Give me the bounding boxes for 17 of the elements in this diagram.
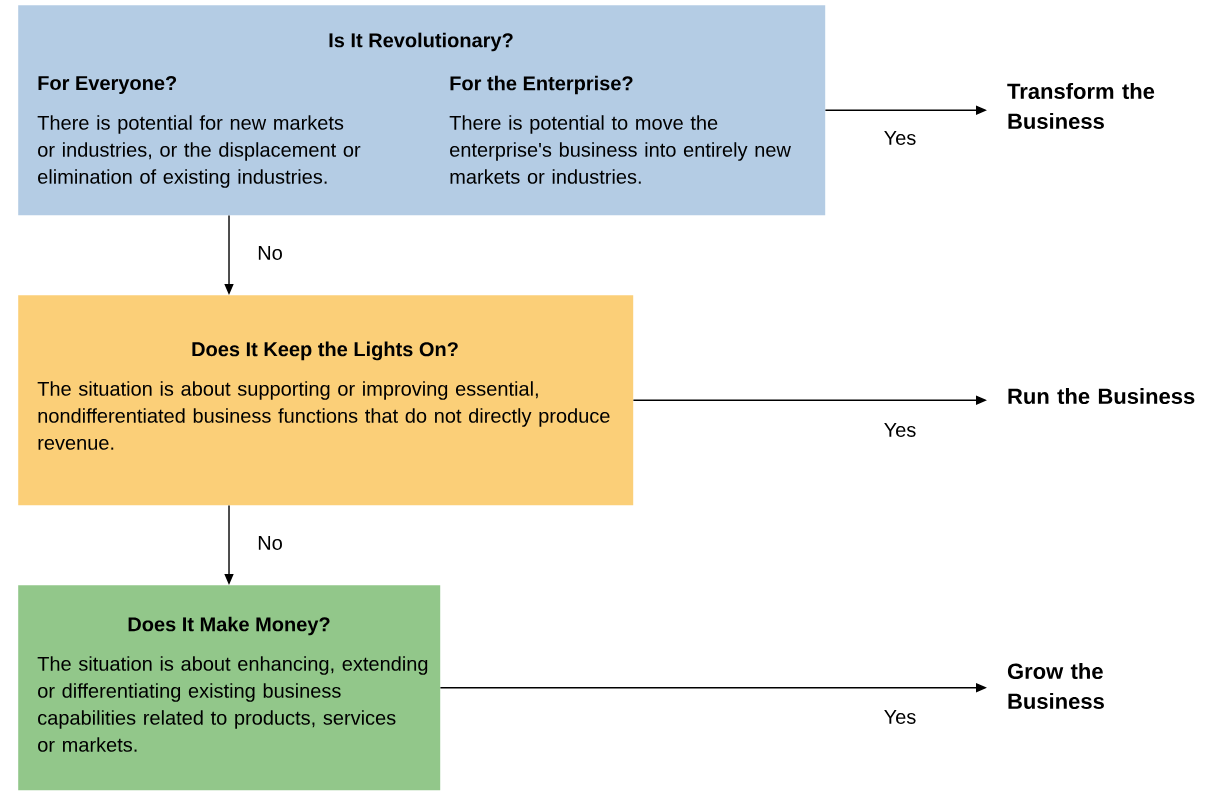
box-title: Does It Keep the Lights On? bbox=[192, 341, 458, 361]
outcome-text: Run the Business bbox=[1008, 387, 1195, 405]
box-title: Does It Make Money? bbox=[128, 616, 330, 636]
outcome-text: Grow the Business bbox=[1007, 662, 1104, 710]
outcome-text: Transform the Business bbox=[1007, 82, 1155, 130]
description-text: There is potential for new markets or industries, or the displacement or elimination of existing industries. bbox=[37, 115, 361, 188]
edge-label: No bbox=[256, 245, 284, 261]
edge-label: No bbox=[256, 535, 284, 551]
description-text: The situation is about enhancing, extending or differentiating existing business capabilities related to products, services or markets. bbox=[37, 656, 428, 752]
column-heading: For Everyone? bbox=[38, 75, 177, 95]
description-text: There is potential to move the enterprise's business into entirely new markets or industries. bbox=[449, 115, 791, 184]
box-title: Is It Revolutionary? bbox=[329, 32, 513, 52]
edge-label: Yes bbox=[882, 709, 918, 725]
edge-label: Yes bbox=[882, 422, 918, 438]
column-heading: For the Enterprise? bbox=[450, 75, 633, 95]
edge-label: Yes bbox=[882, 130, 918, 146]
description-text: The situation is about supporting or improving essential, nondifferentiated business functions that do not directly produce revenue. bbox=[37, 381, 610, 450]
